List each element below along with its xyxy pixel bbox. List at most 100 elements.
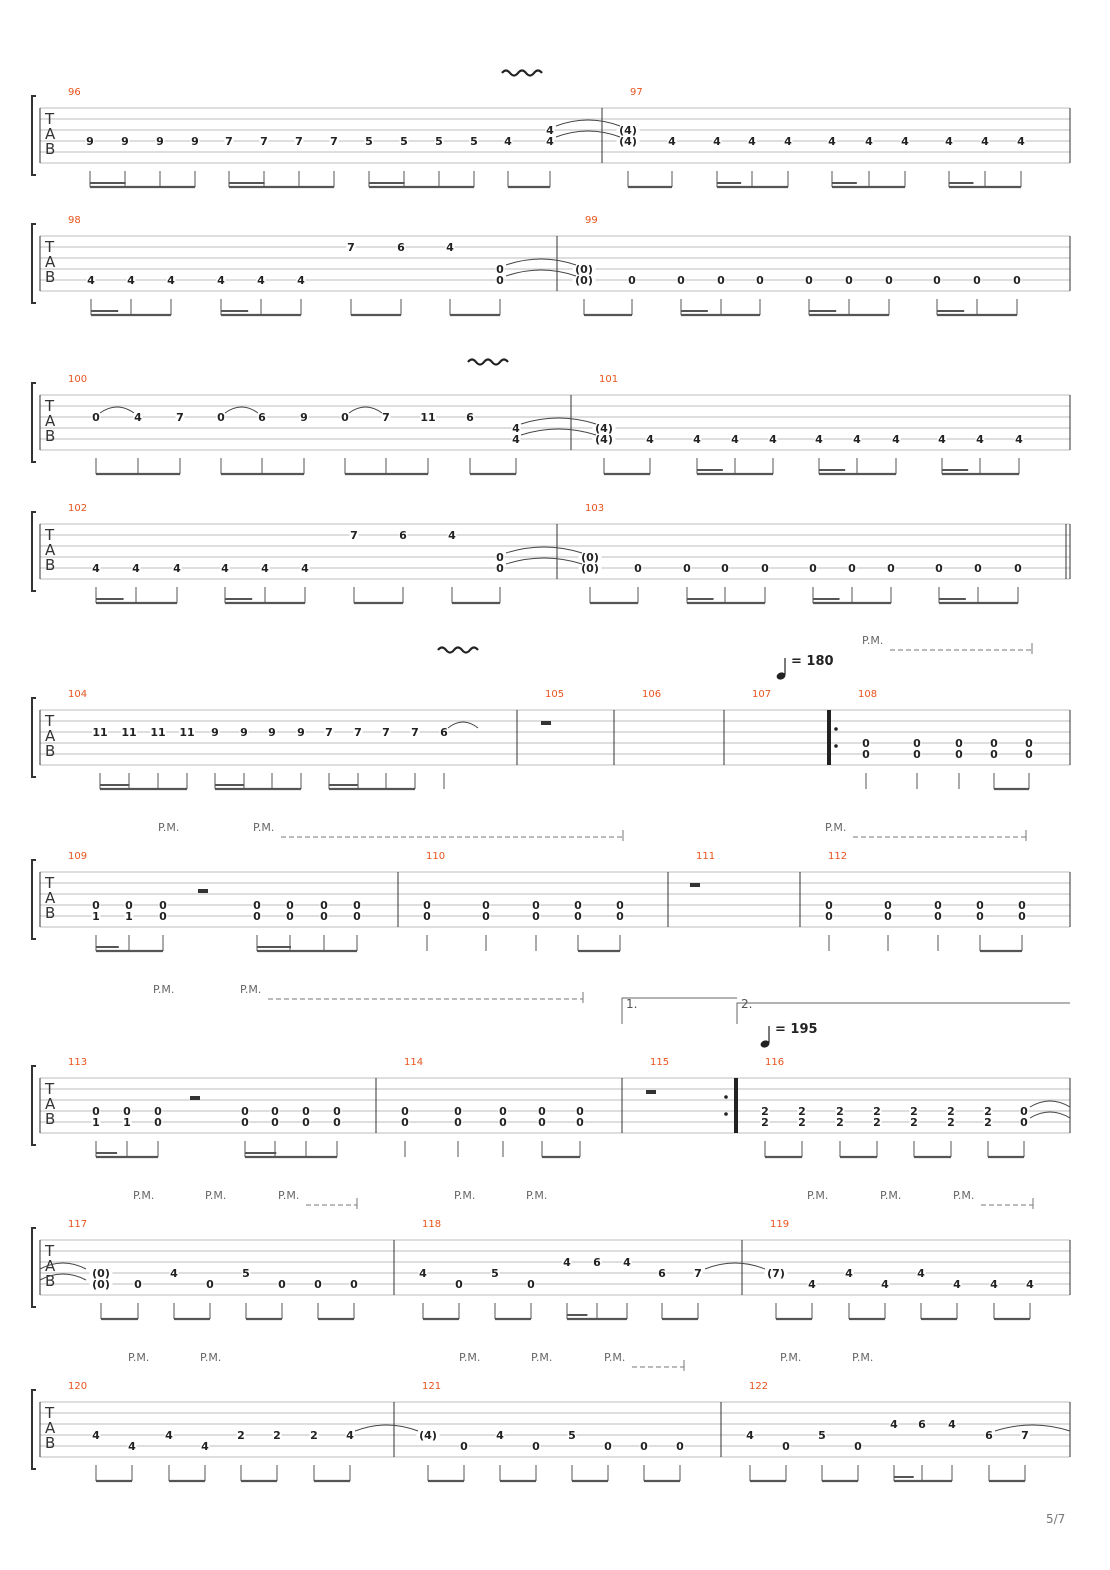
tab-clef-letter: B — [45, 556, 55, 574]
fret-number: 4 — [938, 433, 946, 446]
fret-number: 0 — [278, 1278, 286, 1291]
palm-mute-label: P.M. — [200, 1351, 221, 1364]
fret-background — [592, 423, 616, 434]
fret-number: 4 — [132, 562, 140, 575]
fret-number: 11 — [150, 726, 165, 739]
system-bracket — [31, 95, 36, 176]
tie-arc — [1029, 1100, 1071, 1108]
fret-background — [720, 563, 730, 574]
fret-number: 0 — [271, 1105, 279, 1118]
bar-number: 99 — [585, 215, 598, 226]
fret-number: 0 — [1025, 748, 1033, 761]
fret-number: 4 — [201, 1440, 209, 1453]
fret-number: 0 — [955, 748, 963, 761]
fret-number: 4 — [945, 135, 953, 148]
tie-arc — [520, 417, 597, 425]
fret-background — [891, 434, 901, 445]
fret-background — [418, 1268, 428, 1279]
fret-number: 4 — [546, 135, 554, 148]
fret-background — [657, 1268, 667, 1279]
bar-number: 97 — [630, 87, 643, 98]
fret-number: 0 — [460, 1440, 468, 1453]
fret-number: 7 — [411, 726, 419, 739]
fret-background — [983, 1117, 993, 1128]
fret-number: 0 — [574, 910, 582, 923]
tab-clef-letter: T — [44, 1242, 55, 1260]
fret-number: 4 — [731, 433, 739, 446]
rest-mark — [646, 1090, 656, 1094]
repeat-sign — [827, 710, 838, 765]
fret-background — [575, 1106, 585, 1117]
fret-number: 6 — [918, 1418, 926, 1431]
palm-mute-label: P.M. — [807, 1189, 828, 1202]
fret-background — [220, 563, 230, 574]
fret-background — [537, 1106, 547, 1117]
rest-mark — [198, 889, 208, 893]
tab-clef-letter: A — [45, 1257, 56, 1275]
fret-background — [91, 412, 101, 423]
fret-background — [301, 1117, 311, 1128]
fret-number: 0 — [455, 1278, 463, 1291]
fret-number: 4 — [948, 1418, 956, 1431]
fret-background — [410, 727, 420, 738]
palm-mute-label: P.M. — [153, 983, 174, 996]
fret-number: 0 — [125, 899, 133, 912]
fret-background — [252, 911, 262, 922]
palm-mute-label: P.M. — [531, 1351, 552, 1364]
fret-number: 7 — [347, 241, 355, 254]
tab-clef-letter: B — [45, 1434, 55, 1452]
fret-background — [332, 1117, 342, 1128]
fret-background — [453, 1106, 463, 1117]
palm-mute-label: P.M. — [880, 1189, 901, 1202]
fret-number: 11 — [92, 726, 107, 739]
repeat-dot — [834, 744, 838, 748]
fret-background — [622, 1257, 632, 1268]
fret-background — [91, 1430, 101, 1441]
tab-clef-letter: A — [45, 1419, 56, 1437]
fret-number: (0) — [92, 1267, 110, 1280]
fret-background — [900, 136, 910, 147]
fret-background — [747, 136, 757, 147]
fret-background — [980, 136, 990, 147]
fret-background — [1019, 1117, 1029, 1128]
rest-mark — [690, 883, 700, 887]
fret-number: 0 — [683, 562, 691, 575]
fret-number: 11 — [179, 726, 194, 739]
fret-number: (4) — [419, 1429, 437, 1442]
fret-background — [294, 136, 304, 147]
fret-background — [459, 1441, 469, 1452]
fret-number: 0 — [1025, 737, 1033, 750]
fret-number: 7 — [382, 411, 390, 424]
fret-background — [814, 434, 824, 445]
fret-background — [398, 530, 408, 541]
fret-background — [872, 1106, 882, 1117]
fret-number: (4) — [619, 124, 637, 137]
fret-number: 4 — [853, 433, 861, 446]
fret-number: 4 — [808, 1278, 816, 1291]
system-bracket — [31, 382, 36, 463]
fret-background — [944, 136, 954, 147]
fret-background — [886, 563, 896, 574]
fret-number: 4 — [713, 135, 721, 148]
fret-background — [853, 1441, 863, 1452]
fret-number: 0 — [253, 910, 261, 923]
fret-background — [190, 136, 200, 147]
fret-background — [973, 563, 983, 574]
bar-number: 105 — [545, 689, 564, 700]
fret-background — [256, 275, 266, 286]
fret-number: 0 — [990, 748, 998, 761]
fret-background — [495, 1430, 505, 1441]
fret-background — [937, 434, 947, 445]
fret-number: 0 — [496, 263, 504, 276]
fret-background — [155, 136, 165, 147]
tie-arc — [1029, 1111, 1071, 1119]
fret-number: 0 — [676, 1440, 684, 1453]
fret-number: 7 — [330, 135, 338, 148]
fret-background — [352, 911, 362, 922]
fret-number: 4 — [165, 1429, 173, 1442]
fret-number: (0) — [92, 1278, 110, 1291]
fret-background — [85, 136, 95, 147]
fret-number: 0 — [532, 910, 540, 923]
